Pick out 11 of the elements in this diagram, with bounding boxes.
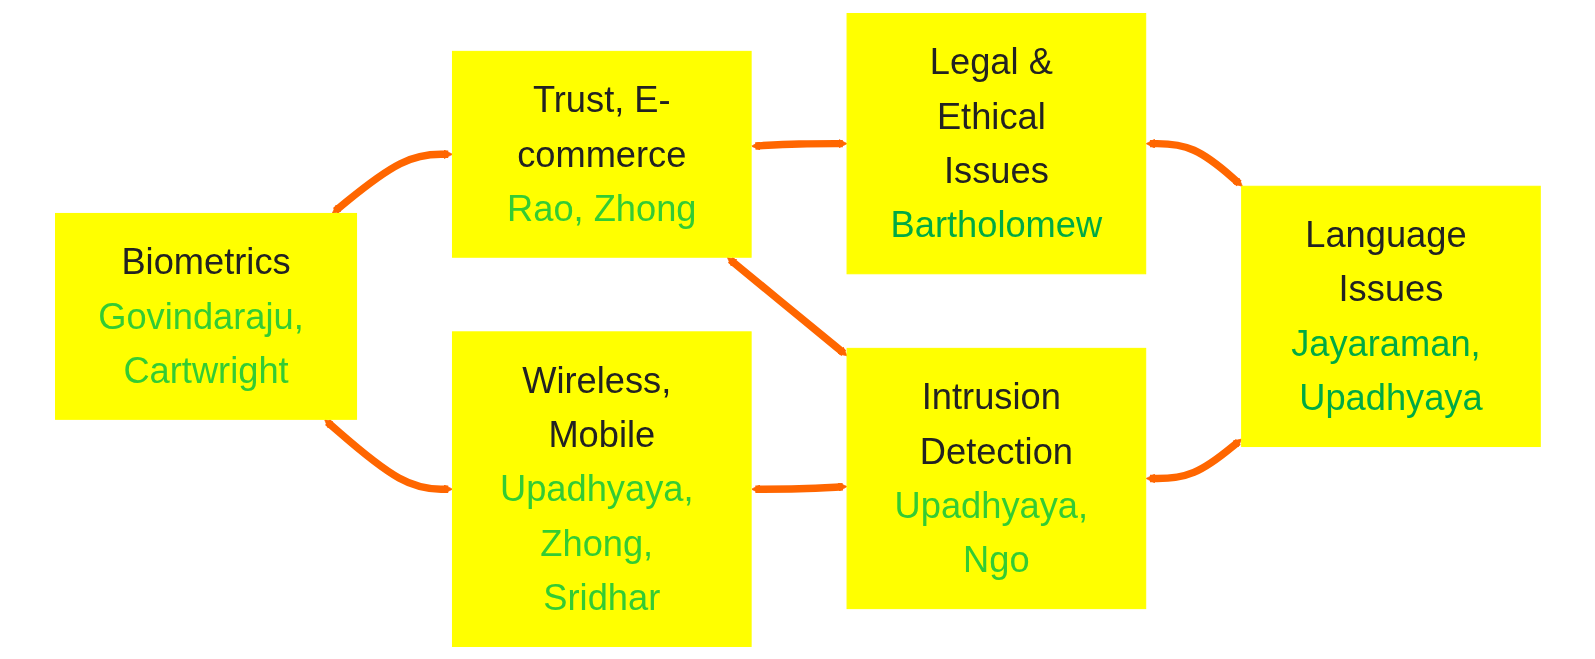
arrow: [323, 418, 453, 494]
arrow: [726, 256, 848, 356]
arrow: [331, 149, 453, 214]
arrow: [1145, 438, 1242, 483]
node-box: Trust, E-commerce Rao, Zhong: [451, 50, 752, 258]
node-box: Intrusion Detection Upadhyaya, Ngo: [846, 347, 1146, 609]
node-box: Language Issues Jayaraman, Upadhyaya: [1240, 185, 1541, 447]
node-box: Biometrics Govindaraju, Cartwright: [54, 212, 357, 420]
node-box: Legal & Ethical Issues Bartholomew: [846, 12, 1146, 274]
node-box: Wireless, Mobile Upadhyaya, Zhong, Sridhar: [451, 330, 752, 647]
arrow: [1145, 138, 1243, 187]
